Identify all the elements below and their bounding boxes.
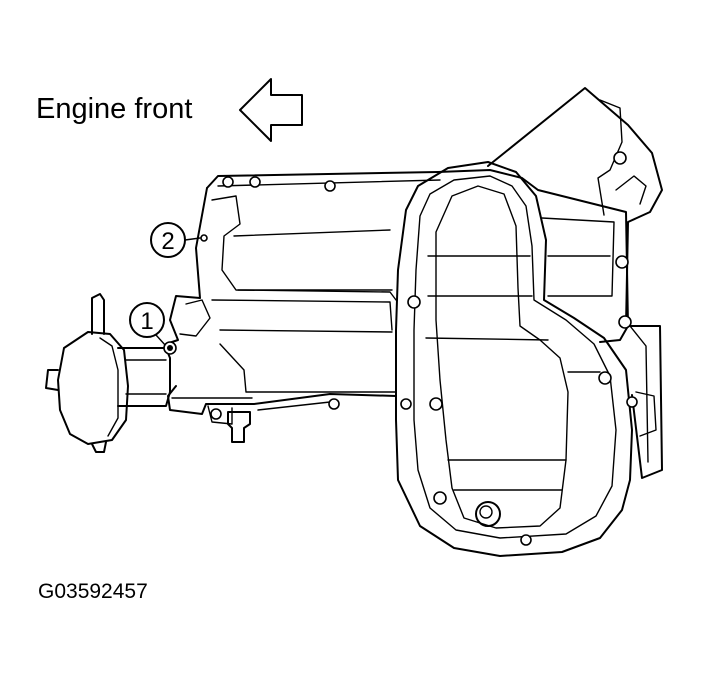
callout-2: 2 (150, 222, 201, 258)
callout-1: 1 (129, 302, 177, 355)
engine-front-arrow (239, 78, 303, 142)
callout-1-number: 1 (140, 308, 153, 335)
callout-2-number: 2 (161, 228, 174, 255)
engine-block-outline (487, 87, 663, 479)
sensor-connector (227, 411, 251, 443)
lower-oil-pan (395, 161, 633, 557)
bolt-holes (200, 151, 638, 546)
engine-front-label: Engine front (36, 93, 192, 125)
figure-code: G03592457 (38, 580, 148, 603)
drain-plug (475, 501, 501, 527)
oil-filter-assembly (45, 293, 171, 453)
